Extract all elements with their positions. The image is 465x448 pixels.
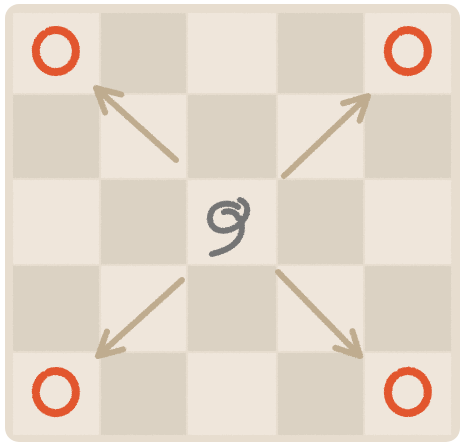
board-square-r0-c4[interactable] bbox=[365, 13, 451, 93]
arrow-icon bbox=[95, 277, 185, 359]
target-marker-bottom-left[interactable] bbox=[31, 367, 80, 418]
target-marker-top-right[interactable] bbox=[383, 26, 432, 77]
move-arrow-up-right[interactable] bbox=[281, 93, 371, 179]
move-arrows bbox=[93, 85, 371, 359]
target-marker-bottom-right[interactable] bbox=[383, 367, 432, 418]
board-square-r2-c2[interactable] bbox=[188, 180, 276, 264]
move-arrow-down-right[interactable] bbox=[275, 269, 363, 359]
move-arrow-up-left[interactable] bbox=[93, 85, 179, 163]
hook-glyph-icon bbox=[207, 197, 251, 257]
ring-icon bbox=[383, 367, 432, 418]
center-piece[interactable] bbox=[207, 197, 251, 257]
ring-icon bbox=[383, 26, 432, 77]
board-squares bbox=[13, 13, 451, 435]
board-square-r1-c0[interactable] bbox=[13, 95, 99, 178]
board-square-r4-c1[interactable] bbox=[101, 353, 186, 435]
board-square-r2-c3[interactable] bbox=[278, 180, 363, 264]
board-square-r0-c0[interactable] bbox=[13, 13, 99, 93]
board-square-r2-c0[interactable] bbox=[13, 180, 99, 264]
arrow-icon bbox=[93, 85, 179, 163]
board-square-r1-c2[interactable] bbox=[188, 95, 276, 178]
board-square-r4-c2[interactable] bbox=[188, 353, 276, 435]
piece-layer bbox=[207, 197, 251, 257]
target-marker-top-left[interactable] bbox=[31, 26, 80, 77]
board-square-r0-c2[interactable] bbox=[188, 13, 276, 93]
ring-icon bbox=[31, 367, 80, 418]
board-square-r3-c2[interactable] bbox=[188, 266, 276, 351]
board-square-r1-c4[interactable] bbox=[365, 95, 451, 178]
arrow-icon bbox=[275, 269, 363, 359]
hook-glyph-inner-icon bbox=[221, 208, 241, 221]
board-square-r3-c0[interactable] bbox=[13, 266, 99, 351]
board-square-r3-c3[interactable] bbox=[278, 266, 363, 351]
board-square-r4-c4[interactable] bbox=[365, 353, 451, 435]
target-markers bbox=[31, 26, 432, 418]
move-arrow-down-left[interactable] bbox=[95, 277, 185, 359]
board-square-r2-c4[interactable] bbox=[365, 180, 451, 264]
board-square-r3-c4[interactable] bbox=[365, 266, 451, 351]
board-square-r2-c1[interactable] bbox=[101, 180, 186, 264]
board-square-r4-c0[interactable] bbox=[13, 353, 99, 435]
ring-icon bbox=[31, 26, 80, 77]
board-square-r0-c1[interactable] bbox=[101, 13, 186, 93]
board-square-r0-c3[interactable] bbox=[278, 13, 363, 93]
arrow-icon bbox=[281, 93, 371, 179]
board-square-r4-c3[interactable] bbox=[278, 353, 363, 435]
